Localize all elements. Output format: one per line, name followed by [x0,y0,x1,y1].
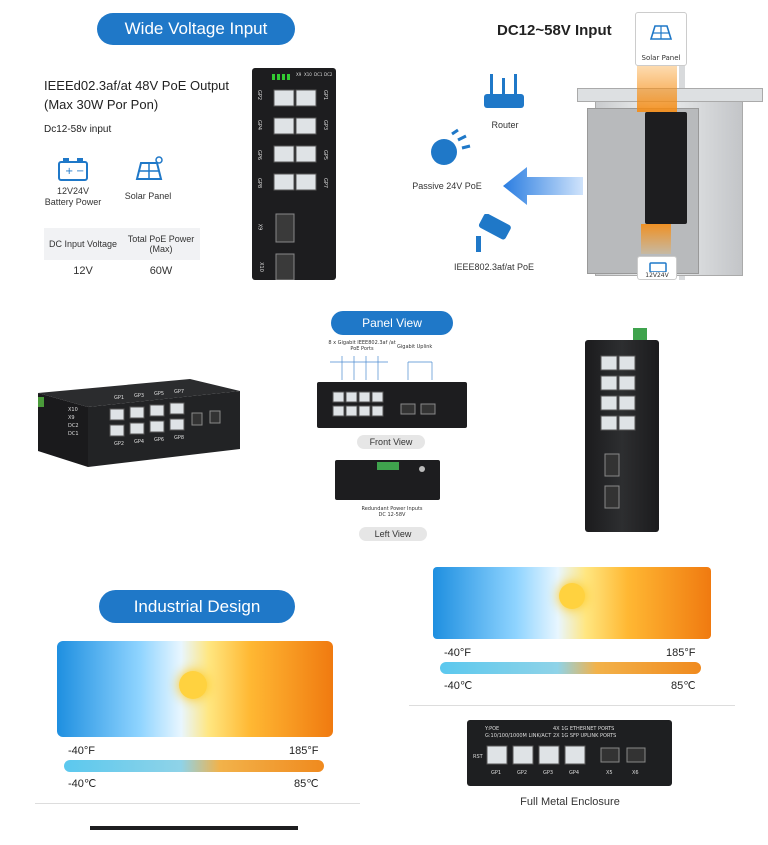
svg-text:+: + [65,166,73,177]
switch-top-label-x10: X10 [304,72,312,77]
panel-rst: RST [473,754,483,760]
temp-f-high-right: 185°F [666,647,696,659]
switch-sfp-label-x10: X10 [257,262,264,272]
poe-title-line2: (Max 30W Por Pon) [44,97,159,112]
callout-uplink: Gigabit Uplink [397,344,433,350]
poe-title-line1: IEEEd02.3af/at 48V PoE Output [44,78,230,93]
switch-label-gp4: GP4 [256,119,263,131]
camera-label: IEEE802.3af/at PoE [453,262,535,272]
panel-port-gp3: GP3 [543,770,554,776]
device3d-label-gp6: GP6 [154,437,165,443]
panel-line2: G:10/100/1000M LINK/ACT [485,733,552,739]
switch-label-gp8: GP8 [256,177,263,189]
temp-c-low-left: -40℃ [68,778,97,790]
camera-icon [474,213,518,259]
redundant-power-label: Redundant Power Inputs DC 12-58V [361,506,423,518]
device3d-label-gp1: GP1 [114,395,125,401]
switch-label-gp6: GP6 [256,149,263,161]
cabinet-solar-label: Solar Panel [641,54,681,62]
divider-right [409,705,735,706]
cabinet-battery-icon [649,259,667,277]
table-cell-power: 60W [149,265,173,277]
switch-label-gp1: GP1 [322,89,329,101]
panel-line1: Y:POE [485,726,500,732]
wide-voltage-badge: Wide Voltage Input [97,13,295,45]
router-icon [482,72,526,117]
panel-port-x5: X5 [606,770,613,776]
bottom-device-edge [90,826,298,830]
fire-ice-image-left [57,641,333,737]
switch-top-label-dc1: DC1 [314,72,323,77]
router-label: Router [491,120,519,130]
switch-label-gp3: GP3 [322,119,329,131]
callout-lines [322,354,442,389]
device3d-label-dc1: DC1 [68,431,79,437]
device3d-label-gp8: GP8 [174,435,185,441]
table-header-power: Total PoE Power (Max) [127,234,195,254]
switch-top-label-dc2: DC2 [324,72,333,77]
fire-ice-image-right [433,567,711,639]
switch-label-gp7: GP7 [322,177,329,189]
temp-f-low-left: -40°F [68,745,96,757]
cabinet-solar-icon [649,20,673,47]
panel-port-gp4: GP4 [569,770,580,776]
temp-c-high-right: 85℃ [671,680,696,692]
panel-port-gp1: GP1 [491,770,502,776]
device3d-label-gp7: GP7 [174,389,185,395]
panel-port-gp2: GP2 [517,770,528,776]
switch-label-gp2: GP2 [256,89,263,101]
divider-left [35,803,360,804]
callout-ports: 8 x Gigabit IEEE802.3af /at PoE Ports [328,340,396,352]
svg-text:−: − [76,166,84,177]
temp-bar-right [440,662,701,674]
device3d-label-gp4: GP4 [134,439,145,445]
cabinet-photo: Solar Panel 12V24V [577,12,765,280]
input-note: Dc12-58v input [44,124,112,135]
switch-sfp-label-x9: X9 [256,223,263,231]
cabinet-battery-label: 12V24V [645,272,669,279]
switch-top-label-x9: X9 [296,72,302,77]
table-cell-voltage: 12V [73,265,93,277]
industrial-design-badge: Industrial Design [99,590,295,623]
power-table: DC Input Voltage Total PoE Power (Max) 1… [44,228,200,282]
panel-line4: 2X 1G SFP UPLINK PORTS [553,733,617,739]
device3d-label-gp2: GP2 [114,441,125,447]
panel-view-badge: Panel View [331,311,453,335]
passive-poe-icon [428,128,472,177]
switch-front-vertical: GP2 GP4 GP6 GP8 GP1 GP3 GP5 GP7 X9 X10 D… [252,68,336,281]
battery-icon: + − [58,157,88,186]
battery-label-line2: Battery Power [44,197,102,207]
device3d-label-gp5: GP5 [154,391,165,397]
device3d-label-x9: X9 [68,415,75,421]
temp-c-high-left: 85℃ [294,778,319,790]
temp-f-low-right: -40°F [444,647,472,659]
switch-din-photo [585,328,659,532]
passive-poe-label: Passive 24V PoE [412,181,482,191]
dc-input-title: DC12~58V Input [497,22,612,39]
solar-panel-label: Solar Panel [124,191,172,201]
left-view-device [335,460,440,500]
enclosure-photo: Y:POE G:10/100/1000M LINK/ACT 4X 1G ETHE… [467,720,672,786]
switch-3d-photo: GP1 GP3 GP5 GP7 GP2 GP4 GP6 GP8 X10 X9 D… [30,373,246,478]
left-view-label: Left View [359,527,427,541]
panel-port-x6: X6 [632,770,639,776]
battery-label-line1: 12V24V [56,186,90,196]
temp-f-high-left: 185°F [289,745,319,757]
arrow-left-icon [503,165,583,212]
switch-label-gp5: GP5 [322,149,329,161]
front-view-label: Front View [357,435,425,449]
panel-line3: 4X 1G ETHERNET PORTS [553,726,615,732]
device3d-label-dc2: DC2 [68,423,79,429]
temp-bar-left [64,760,324,772]
enclosure-caption: Full Metal Enclosure [520,796,620,808]
front-view-device [317,382,467,428]
solar-panel-icon [134,155,164,188]
table-header-voltage: DC Input Voltage [48,239,118,249]
temp-c-low-right: -40℃ [444,680,473,692]
device3d-label-gp3: GP3 [134,393,145,399]
device3d-label-x10: X10 [68,407,78,413]
